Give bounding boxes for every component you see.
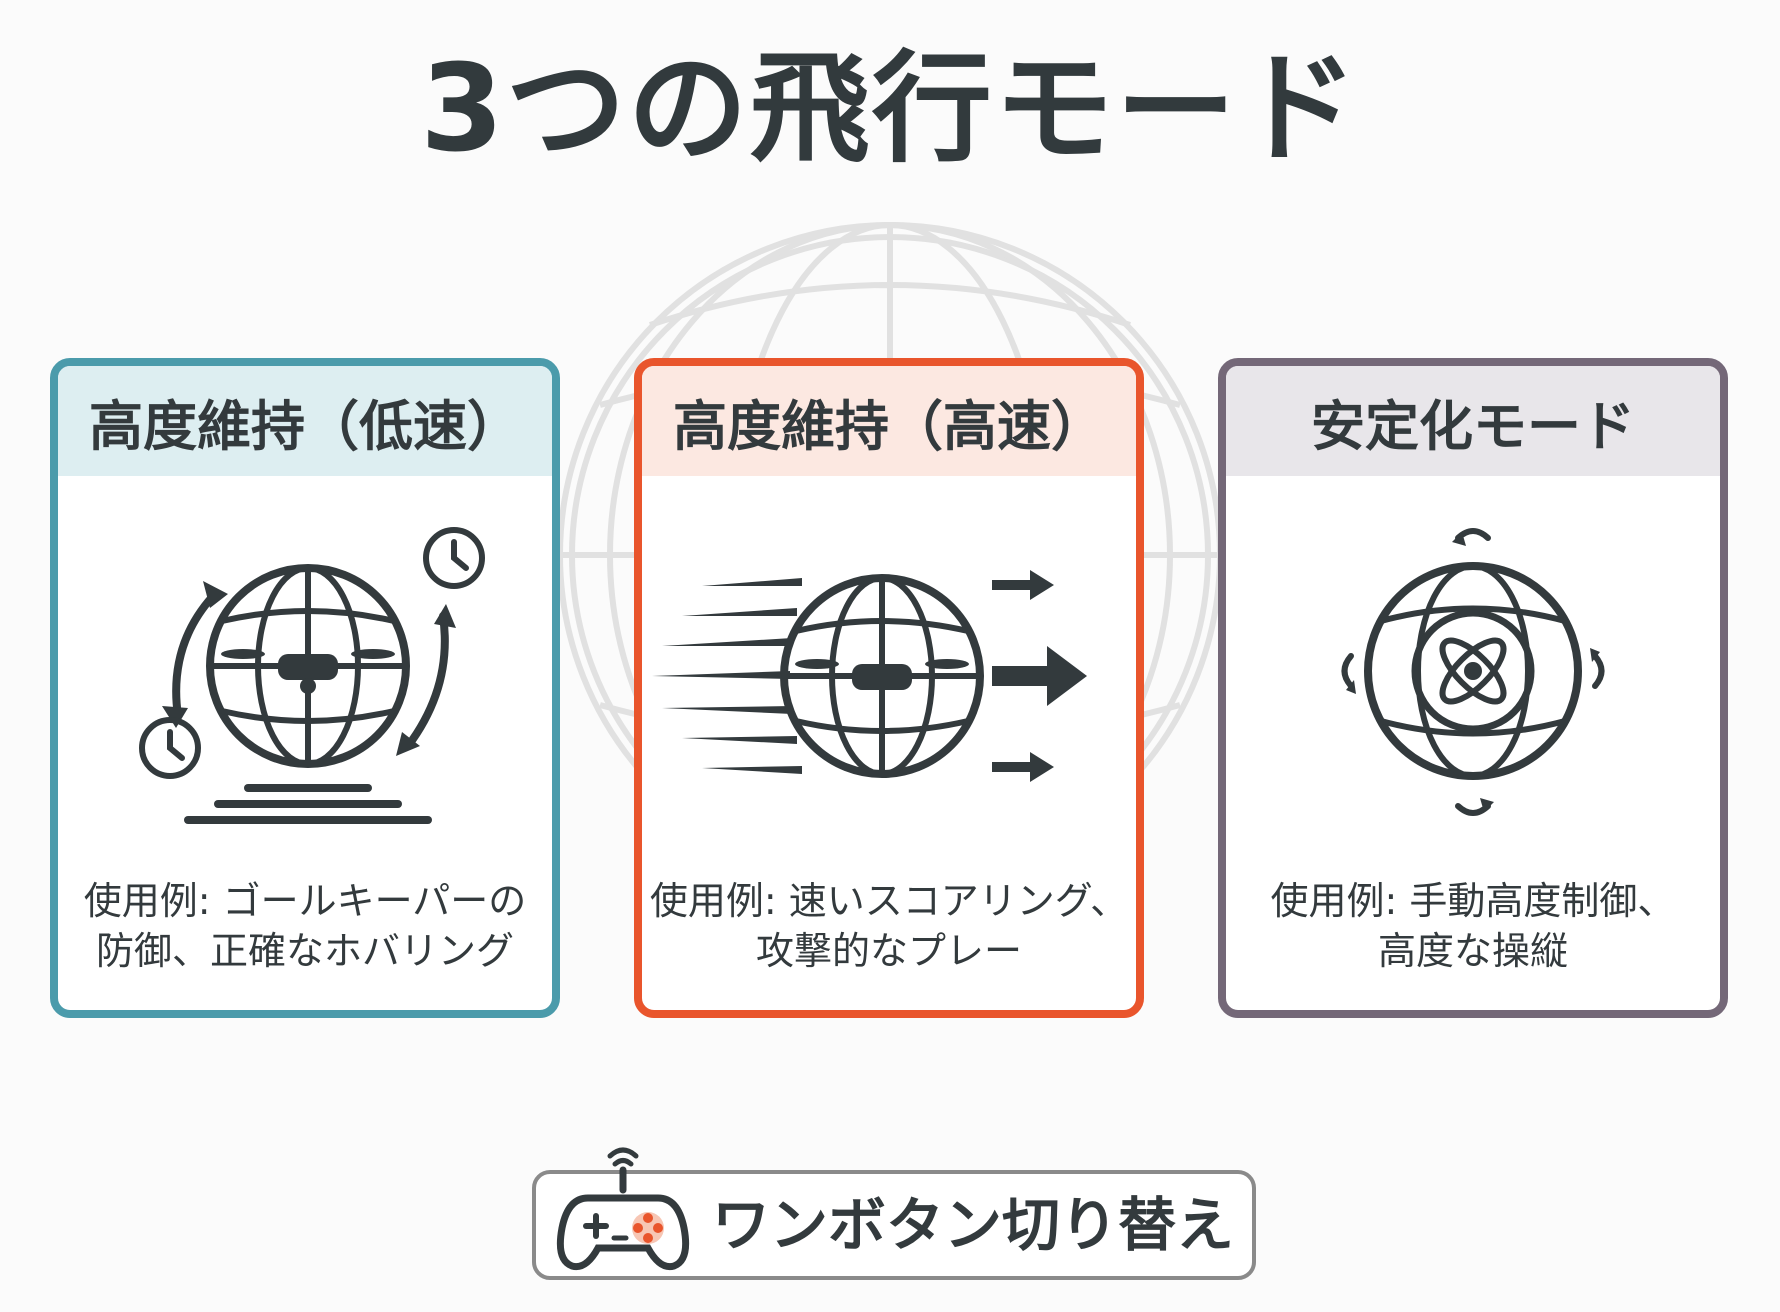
usage-line-1: 使用例: 手動高度制御、 [1270, 879, 1676, 923]
one-button-switch-label: ワンボタン切り替え [712, 1191, 1235, 1259]
clock-icon [139, 527, 485, 779]
altitude-hold-low-icon [139, 527, 485, 824]
mode-card-title: 高度維持（低速） [58, 366, 552, 476]
usage-line-1: 使用例: 速いスコアリング、 [649, 879, 1129, 923]
speed-lines-icon [652, 578, 802, 774]
mode-card-description: 使用例: 手動高度制御、 高度な操縦 [1226, 876, 1720, 976]
usage-line-2: 攻撃的なプレー [755, 929, 1022, 973]
mode-card-stabilized: 安定化モード 使用例: 手動高度制御、 高度な操縦 [1218, 358, 1728, 1018]
usage-line-2: 高度な操縦 [1377, 929, 1568, 973]
usage-line-2: 防御、正確なホバリング [95, 929, 514, 973]
usage-line-1: 使用例: ゴールキーパーの [83, 879, 527, 923]
mode-card-title: 安定化モード [1226, 366, 1720, 476]
mode-card-altitude-high: 高度維持（高速） [634, 358, 1144, 1018]
gamepad-antenna-icon [556, 1147, 690, 1271]
mode-card-description: 使用例: ゴールキーパーの 防御、正確なホバリング [58, 876, 552, 976]
gyro-atom-icon [1439, 637, 1507, 705]
altitude-hold-high-icon [652, 570, 1087, 782]
stabilized-mode-icon [1341, 528, 1605, 816]
mode-card-altitude-low: 高度維持（低速） [50, 358, 560, 1018]
right-arrow-icon [992, 570, 1087, 782]
mode-card-description: 使用例: 速いスコアリング、 攻撃的なプレー [642, 876, 1136, 976]
mode-card-title: 高度維持（高速） [642, 366, 1136, 476]
page-title: 3つの飛行モード [420, 40, 1360, 179]
